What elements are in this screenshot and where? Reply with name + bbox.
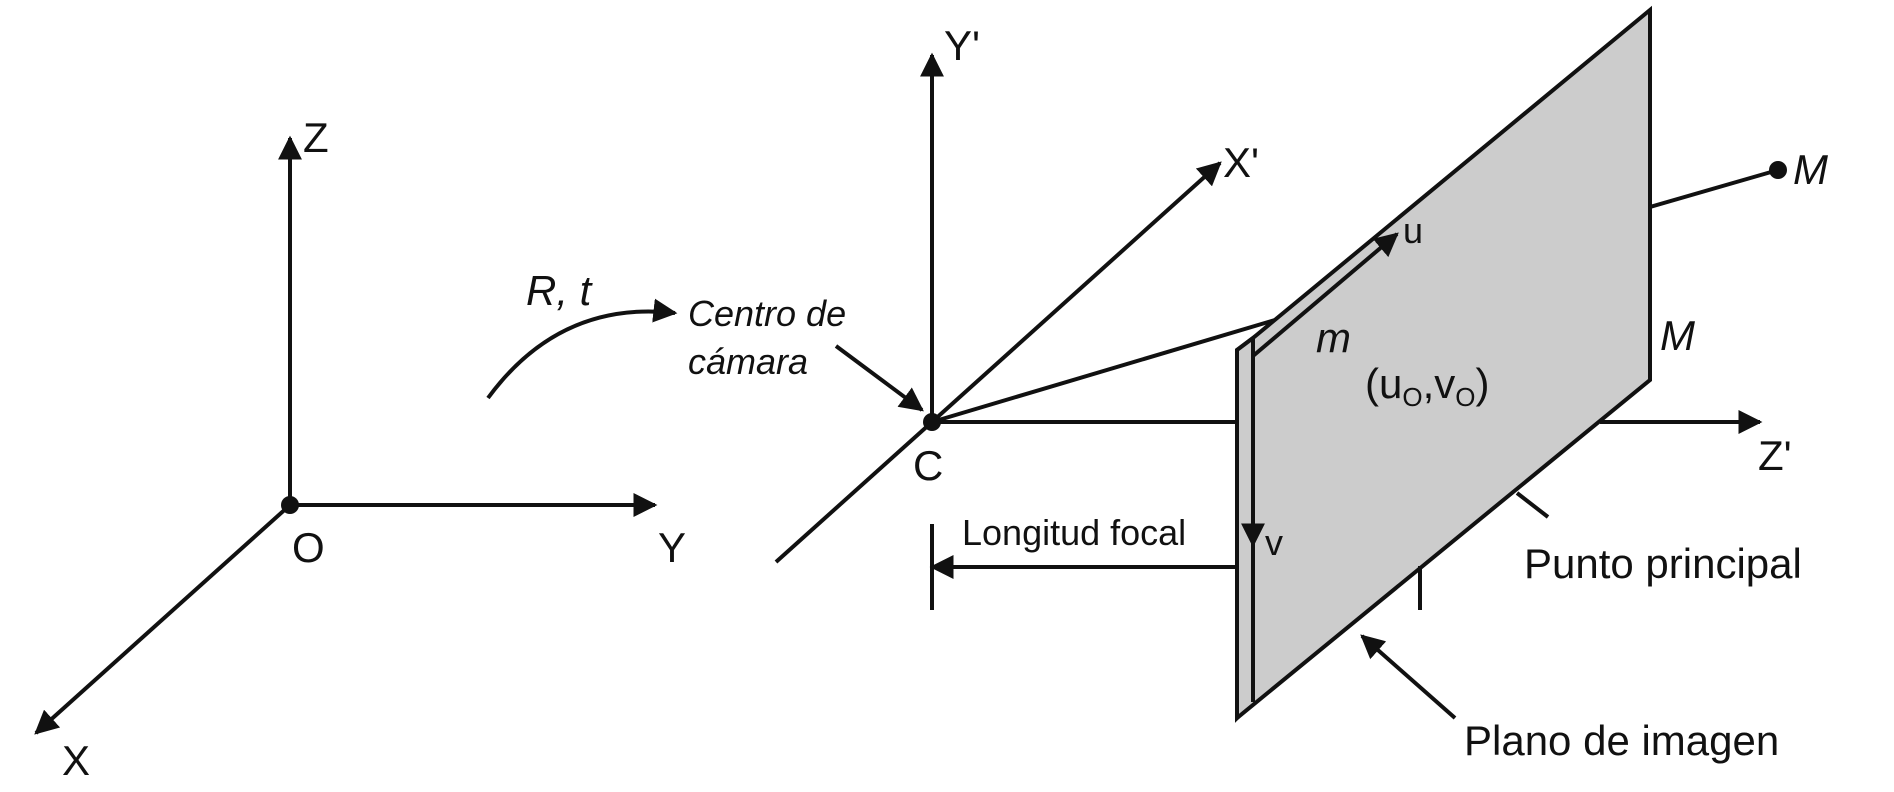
camera-x-label: X' [1223, 139, 1259, 186]
camera-x-axis [930, 161, 1222, 424]
world-point-ray: M [1649, 146, 1828, 209]
image-point-label: m [1316, 314, 1351, 361]
transform-label: R, t [526, 267, 594, 314]
focal-length-dimension: Longitud focal [929, 512, 1237, 610]
camera-y-label: Y' [944, 22, 980, 69]
focal-length-label: Longitud focal [962, 512, 1186, 553]
world-y-label: Y [658, 524, 686, 571]
transform-arrow-group: R, t [486, 267, 678, 400]
camera-center-label: C [913, 442, 943, 489]
world-x-label: X [62, 737, 90, 784]
image-plane-m-label: M [1660, 312, 1695, 359]
world-origin-label: O [292, 524, 325, 571]
u-axis [1251, 232, 1399, 358]
camera-center-label-line1: Centro de [688, 293, 846, 334]
u-label: u [1403, 210, 1423, 251]
principal-point-coords: (uO,vO) [1365, 360, 1490, 412]
camera-frame: Y' X' [774, 22, 1276, 564]
image-plane-pointer [1360, 634, 1457, 720]
image-plane: u v m (uO,vO) M [1235, 5, 1695, 723]
world-origin-dot [281, 496, 299, 514]
camera-x-axis-back [774, 420, 934, 564]
principal-point-callout: Punto principal [1515, 491, 1802, 587]
world-point-dot [1769, 161, 1787, 179]
world-x-axis [34, 503, 292, 735]
image-plane-label: Plano de imagen [1464, 717, 1779, 764]
principal-point-pointer [1515, 491, 1550, 519]
camera-center-label-line2: cámara [688, 341, 808, 382]
principal-point-label: Punto principal [1524, 540, 1802, 587]
world-point-label: M [1793, 146, 1828, 193]
world-frame: Z Y X O [34, 114, 686, 784]
ray-to-world-point [1649, 168, 1779, 209]
camera-center-callout: Centro de cámara [688, 293, 924, 412]
image-plane-callout: Plano de imagen [1360, 566, 1779, 764]
world-z-label: Z [303, 114, 329, 161]
ray-to-point [931, 318, 1276, 424]
camera-z-label: Z' [1758, 432, 1792, 479]
image-plane-surface [1235, 5, 1652, 723]
camera-center-dot [923, 413, 941, 431]
camera-center-pointer [834, 344, 924, 412]
transform-arrow [486, 298, 678, 400]
v-label: v [1265, 522, 1283, 563]
